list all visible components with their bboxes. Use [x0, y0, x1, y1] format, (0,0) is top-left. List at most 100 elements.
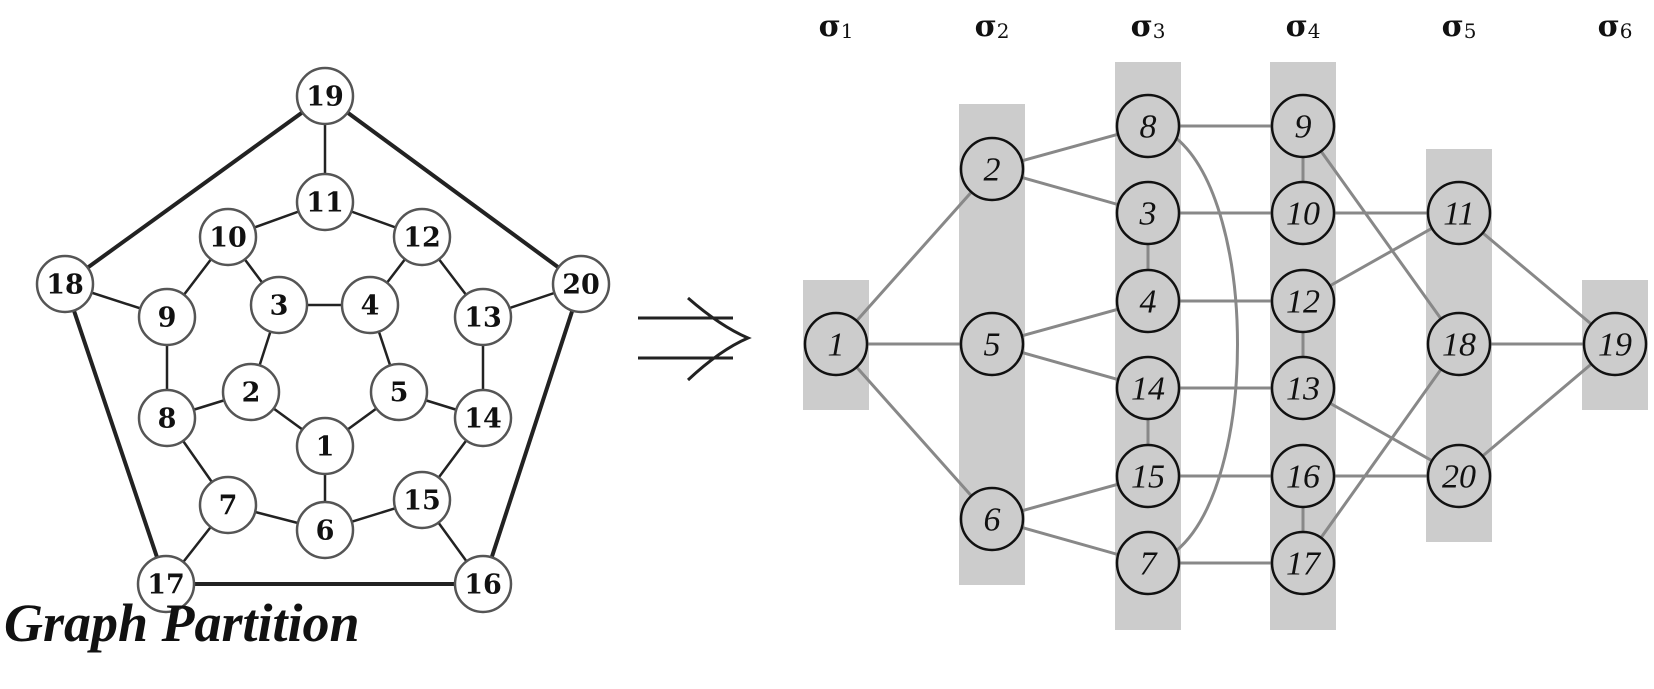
left-node-label: 3 — [270, 291, 289, 322]
partition-node-10: 10 — [1270, 180, 1336, 246]
partition-node-label: 8 — [1140, 109, 1157, 146]
left-edge-19-20 — [323, 94, 583, 286]
partition-node-label: 14 — [1131, 371, 1165, 408]
left-node-label: 13 — [464, 303, 502, 334]
left-edge-17-18 — [63, 283, 168, 585]
partition-node-6: 6 — [959, 486, 1025, 552]
partition-node-8: 8 — [1115, 93, 1181, 159]
left-node-label: 19 — [306, 82, 344, 113]
left-edge-20-16 — [481, 283, 583, 585]
sigma-label-6: σ6 — [1598, 9, 1633, 44]
left-node-label: 14 — [464, 404, 502, 435]
left-node-15: 15 — [392, 470, 452, 530]
partition-edge-20-19 — [1458, 342, 1616, 478]
left-node-18: 18 — [35, 254, 95, 314]
left-node-label: 1 — [316, 432, 335, 463]
partition-edge-9-18 — [1301, 125, 1461, 345]
partition-node-14: 14 — [1115, 355, 1181, 421]
left-node-12: 12 — [392, 207, 452, 267]
left-node-17: 17 — [136, 554, 196, 614]
left-node-label: 6 — [316, 516, 335, 547]
left-node-label: 15 — [403, 486, 441, 517]
partition-node-label: 7 — [1140, 546, 1159, 583]
partition-node-label: 16 — [1286, 459, 1320, 496]
partition-node-19: 19 — [1582, 311, 1648, 377]
left-edge-18-19 — [63, 94, 327, 286]
left-node-16: 16 — [453, 554, 513, 614]
left-node-label: 18 — [46, 270, 84, 301]
partition-node-label: 4 — [1140, 284, 1157, 321]
partition-edge-11-19 — [1458, 211, 1616, 346]
left-node-label: 5 — [390, 378, 409, 409]
partition-node-3: 3 — [1115, 180, 1181, 246]
partition-node-18: 18 — [1426, 311, 1492, 377]
left-node-label: 9 — [158, 303, 177, 334]
sigma-label-5: σ5 — [1442, 9, 1477, 44]
partition-edges — [834, 124, 1616, 565]
partition-node-9: 9 — [1270, 93, 1336, 159]
partition-node-label: 12 — [1286, 284, 1320, 321]
partition-node-17: 17 — [1270, 530, 1336, 596]
caption-title: Graph Partition — [4, 593, 360, 653]
left-node-7: 7 — [198, 475, 258, 535]
partition-node-15: 15 — [1115, 443, 1181, 509]
partition-node-label: 1 — [828, 327, 845, 364]
partition-node-label: 9 — [1295, 109, 1312, 146]
partition-node-label: 19 — [1598, 327, 1632, 364]
left-node-label: 20 — [562, 270, 600, 301]
left-node-label: 16 — [464, 570, 502, 601]
left-node-14: 14 — [453, 388, 513, 448]
left-node-label: 12 — [403, 223, 441, 254]
left-node-label: 2 — [242, 378, 261, 409]
left-node-8: 8 — [137, 388, 197, 448]
sigma-label-2: σ2 — [975, 9, 1010, 44]
partition-node-label: 11 — [1443, 196, 1474, 233]
left-node-20: 20 — [551, 254, 611, 314]
left-node-5: 5 — [369, 362, 429, 422]
left-node-label: 17 — [147, 570, 185, 601]
partition-node-label: 2 — [984, 152, 1001, 189]
left-node-1: 1 — [295, 416, 355, 476]
partition-node-5: 5 — [959, 311, 1025, 377]
partition-node-4: 4 — [1115, 268, 1181, 334]
left-node-11: 11 — [295, 172, 355, 232]
arrow-icon — [638, 296, 752, 382]
left-node-13: 13 — [453, 287, 513, 347]
partition-node-label: 13 — [1286, 371, 1320, 408]
left-node-6: 6 — [295, 500, 355, 560]
left-node-label: 4 — [361, 291, 380, 322]
partition-node-label: 5 — [984, 327, 1001, 364]
partition-edge-17-18 — [1301, 343, 1461, 564]
partition-node-label: 17 — [1286, 546, 1322, 583]
left-node-4: 4 — [340, 275, 400, 335]
left-node-label: 10 — [209, 223, 247, 254]
left-node-label: 11 — [306, 188, 344, 219]
partition-node-label: 20 — [1442, 459, 1476, 496]
left-node-label: 7 — [219, 491, 238, 522]
left-node-2: 2 — [221, 362, 281, 422]
partition-node-label: 15 — [1131, 459, 1165, 496]
partition-node-7: 7 — [1115, 530, 1181, 596]
partition-edge-1-2 — [834, 168, 994, 345]
partition-node-label: 3 — [1139, 196, 1157, 233]
partition-node-2: 2 — [959, 136, 1025, 202]
sigma-label-4: σ4 — [1286, 9, 1321, 44]
left-node-10: 10 — [198, 207, 258, 267]
partition-edge-8-7 — [1175, 136, 1239, 553]
left-node-3: 3 — [249, 275, 309, 335]
partition-node-13: 13 — [1270, 355, 1336, 421]
partition-node-11: 11 — [1426, 180, 1492, 246]
partition-node-label: 6 — [984, 502, 1001, 539]
partition-edge-1-6 — [834, 343, 994, 520]
left-node-19: 19 — [295, 66, 355, 126]
partition-bands — [803, 62, 1648, 630]
partition-node-16: 16 — [1270, 443, 1336, 509]
sigma-label-3: σ3 — [1131, 9, 1166, 44]
left-node-label: 8 — [158, 404, 177, 435]
partition-node-label: 18 — [1442, 327, 1476, 364]
sigma-label-1: σ1 — [819, 9, 854, 44]
left-node-9: 9 — [137, 287, 197, 347]
